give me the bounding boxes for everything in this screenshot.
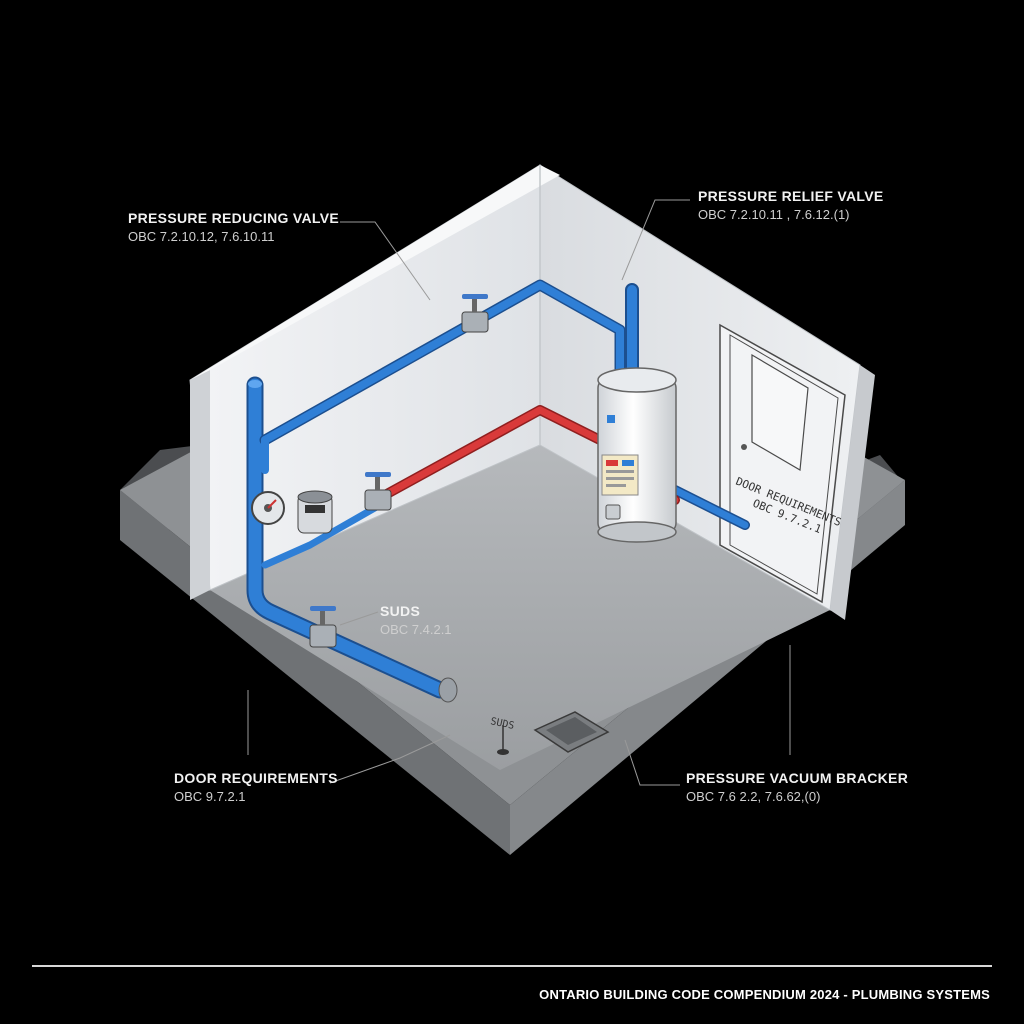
- water-meter: [297, 490, 333, 534]
- door: [719, 323, 846, 604]
- door-handle: [741, 444, 747, 450]
- callout-title: PRESSURE VACUUM BRACKER: [686, 770, 909, 786]
- mixing-valve: [364, 472, 392, 511]
- pressure-reducing-valve: [461, 294, 489, 333]
- leader-lines: [247, 199, 791, 786]
- pipe-end-cap: [438, 677, 458, 703]
- callout-pressure-reducing-valve: PRESSURE REDUCING VALVE OBC 7.2.10.12, 7…: [128, 210, 339, 244]
- footer-divider: [32, 965, 992, 967]
- suds-floor-marker: [497, 725, 509, 755]
- callout-pressure-relief-valve: PRESSURE RELIEF VALVE OBC 7.2.10.11 , 7.…: [698, 188, 883, 222]
- water-heater: [597, 367, 677, 543]
- callout-title: PRESSURE RELIEF VALVE: [698, 188, 884, 204]
- callout-title: PRESSURE REDUCING VALVE: [128, 210, 339, 226]
- pressure-gauge: [251, 491, 285, 525]
- floor-suds-label: SUDS: [489, 716, 515, 732]
- callout-code: OBC 7.6 2.2, 7.6.62,(0): [686, 789, 821, 804]
- floor-drain: [533, 711, 610, 753]
- right-wall-edge: [830, 365, 875, 620]
- callout-title: DOOR REQUIREMENTS: [174, 770, 338, 786]
- callout-code: OBC 9.7.2.1: [174, 789, 246, 804]
- callout-suds: SUDS OBC 7.4.2.1: [380, 603, 452, 637]
- callout-code: OBC 7.2.10.11 , 7.6.12.(1): [698, 207, 850, 222]
- pressure-vacuum-breaker-valve: [309, 606, 337, 648]
- left-wall-top: [190, 165, 560, 380]
- callout-title: SUDS: [380, 603, 421, 619]
- heater-control: [605, 504, 621, 520]
- footer-caption: ONTARIO BUILDING CODE COMPENDIUM 2024 - …: [539, 987, 990, 1002]
- callout-pressure-vacuum-breaker: PRESSURE VACUUM BRACKER OBC 7.6 2.2, 7.6…: [686, 770, 908, 804]
- riser-top-cap: [248, 380, 262, 388]
- cold-water-pipes: [246, 279, 750, 699]
- callout-code: OBC 7.2.10.12, 7.6.10.11: [128, 229, 275, 244]
- callout-code: OBC 7.4.2.1: [380, 622, 452, 637]
- callout-door-requirements: DOOR REQUIREMENTS OBC 9.7.2.1: [174, 770, 338, 804]
- left-wall-edge: [190, 370, 210, 600]
